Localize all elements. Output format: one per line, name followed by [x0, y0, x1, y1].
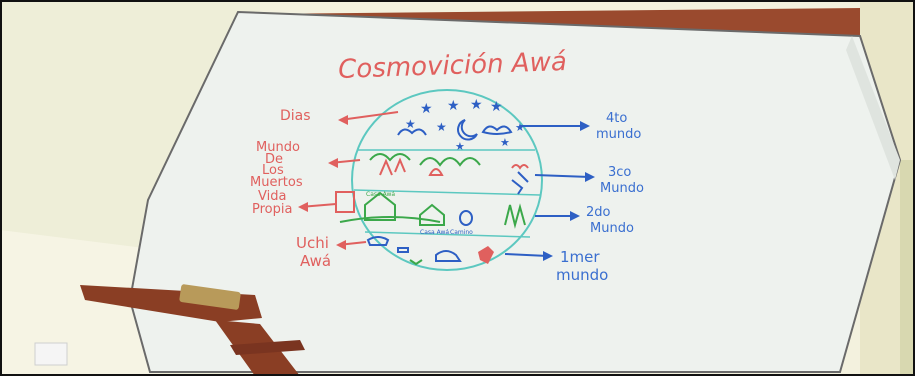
svg-text:★: ★	[455, 140, 465, 153]
moon-icon	[457, 119, 478, 141]
label-dias: Dias	[280, 108, 311, 124]
animal-icon	[397, 247, 409, 253]
svg-text:★: ★	[470, 97, 483, 113]
cloud-icon	[397, 128, 427, 136]
animal-icon	[366, 236, 390, 246]
figure-icon	[379, 157, 406, 176]
label-mundo-2: Mundo	[590, 221, 634, 236]
bird-icon	[511, 164, 529, 170]
easel-crossbar	[230, 340, 305, 355]
label-mundo-3: Mundo	[600, 181, 644, 196]
label-vida-propia: Vida Propia	[252, 189, 292, 217]
mountain-icon	[419, 157, 481, 167]
arrow-head	[570, 211, 580, 221]
tree-icon	[369, 153, 411, 162]
label-de: De	[265, 152, 283, 167]
arrow-head	[336, 240, 346, 250]
svg-text:★: ★	[436, 120, 447, 134]
animal-icon	[409, 259, 423, 266]
label-los: Los	[262, 163, 284, 178]
arrow-head	[580, 121, 590, 131]
svg-text:★: ★	[447, 98, 460, 114]
casa-awa-label: Casa Awá	[366, 191, 395, 198]
animal-icon	[478, 246, 494, 264]
cloud-icon	[481, 125, 513, 135]
house-icon	[419, 203, 445, 226]
label-1mer: 1mer	[560, 248, 600, 266]
svg-text:★: ★	[515, 121, 525, 134]
label-mundo-1: mundo	[556, 266, 608, 284]
right-pillar	[900, 160, 915, 376]
grass-icon	[339, 216, 441, 223]
label-mundo: Mundo	[256, 140, 300, 155]
tree-icon	[335, 191, 355, 213]
label-2do-mundo: 2do Mundo	[586, 205, 634, 236]
head-icon	[459, 210, 473, 226]
arrow-head	[328, 158, 338, 168]
svg-text:★: ★	[500, 136, 510, 149]
layer-divider-2	[353, 189, 541, 196]
label-4to: 4to	[606, 111, 627, 126]
whiteboard-surface	[128, 10, 902, 373]
arrow-dias	[339, 111, 399, 121]
casa-awa-label-2: Casa Awá	[420, 229, 449, 236]
arrow-head	[338, 115, 348, 125]
svg-text:★: ★	[405, 117, 416, 131]
svg-text:★: ★	[420, 101, 433, 117]
arrow-head	[585, 172, 595, 182]
label-uchi: Uchi	[296, 234, 329, 252]
label-3co-mundo: 3co Mundo	[600, 165, 644, 196]
label-1mer-mundo: 1mer mundo	[556, 248, 608, 284]
arrow-head	[543, 251, 553, 261]
label-propia: Propia	[252, 202, 292, 217]
board-edge-right	[846, 36, 900, 180]
layer-divider-3	[364, 231, 531, 238]
label-mundo-4: mundo	[596, 127, 641, 142]
floor-area	[0, 230, 160, 376]
star-icon: ★ ★ ★ ★ ★ ★ ★ ★ ★	[405, 97, 525, 153]
svg-text:★: ★	[490, 99, 503, 115]
wall-outlet	[34, 342, 68, 366]
plant-icon	[504, 203, 526, 229]
label-awa: Awá	[300, 252, 331, 270]
label-mundo-de-los-muertos: Mundo De Los Muertos	[250, 140, 303, 190]
label-uchi-awa: Uchi Awá	[296, 234, 331, 270]
label-muertos: Muertos	[250, 175, 303, 190]
label-3co: 3co	[608, 165, 631, 180]
arrow-head	[298, 202, 308, 212]
label-4to-mundo: 4to mundo	[596, 111, 641, 142]
arrow-3co	[534, 174, 591, 178]
arrow-1mer	[504, 253, 549, 257]
figure-icon	[428, 168, 444, 176]
camino-label: Camino	[450, 229, 473, 236]
tree-icon	[511, 171, 529, 195]
animal-icon	[435, 250, 462, 262]
world-circle	[351, 89, 543, 271]
eraser	[179, 284, 241, 310]
label-vida: Vida	[258, 189, 286, 204]
label-2do: 2do	[586, 205, 611, 220]
